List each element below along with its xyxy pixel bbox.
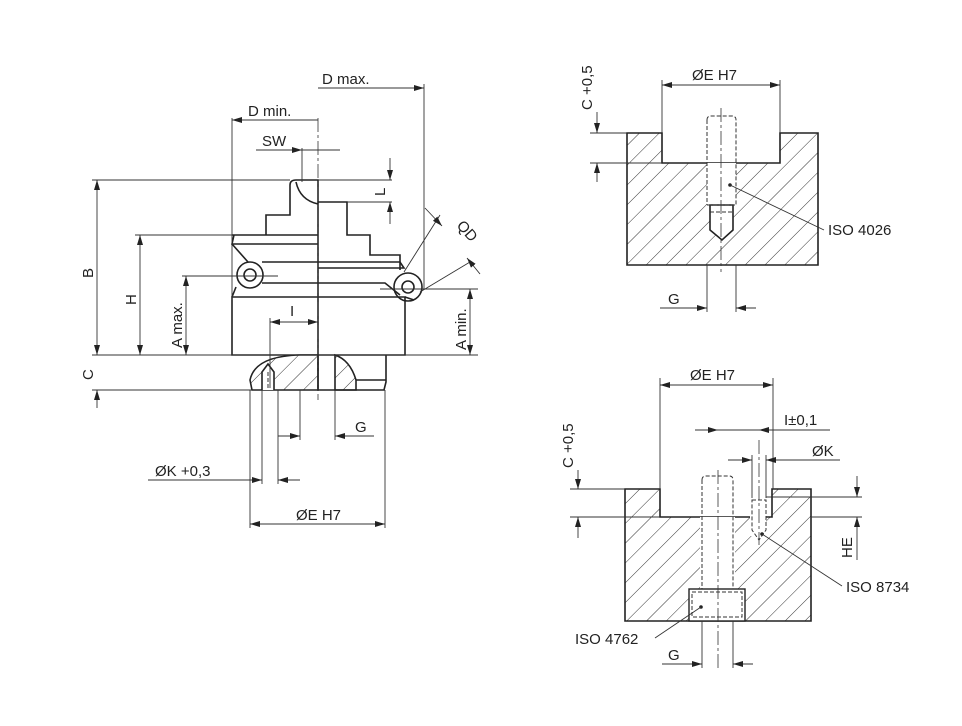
dimension-lines [92,84,481,528]
label-c: C [80,369,97,380]
ring-left [236,261,264,289]
label-qd: QD [453,217,481,245]
label-e: ØE H7 [690,367,735,384]
side-view: D max. D min. SW L QD B H A max. A min. … [80,71,481,528]
ring-right [393,272,423,302]
label-a-max: A max. [169,302,186,348]
leveling-part-outline [231,179,423,391]
label-iso-4026: ISO 4026 [828,222,891,239]
label-sw: SW [262,133,287,150]
label-e: ØE H7 [692,67,737,84]
label-g: G [355,419,367,436]
label-g: G [668,647,680,664]
label-iso-8734: ISO 8734 [846,579,909,596]
label-d-min: D min. [248,103,291,120]
mount-view-bottom: C +0,5 ØE H7 I±0,1 ØK HE ISO 8734 ISO 47… [560,367,909,668]
label-b: B [80,268,97,278]
label-c-tol: C +0,5 [579,65,596,110]
label-c-tol: C +0,5 [560,423,577,468]
label-i-tol: I±0,1 [784,412,817,429]
mount-view-top: C +0,5 ØE H7 ISO 4026 G [579,65,891,312]
label-d-max: D max. [322,71,370,88]
label-l: L [372,188,389,196]
label-i: I [290,303,294,320]
label-a-min: A min. [453,308,470,350]
label-k: ØK [812,443,834,460]
label-g: G [668,291,680,308]
label-iso-4762: ISO 4762 [575,631,638,648]
label-e: ØE H7 [296,507,341,524]
label-h: H [123,294,140,305]
label-k: ØK +0,3 [155,463,210,480]
label-he: HE [839,537,856,558]
